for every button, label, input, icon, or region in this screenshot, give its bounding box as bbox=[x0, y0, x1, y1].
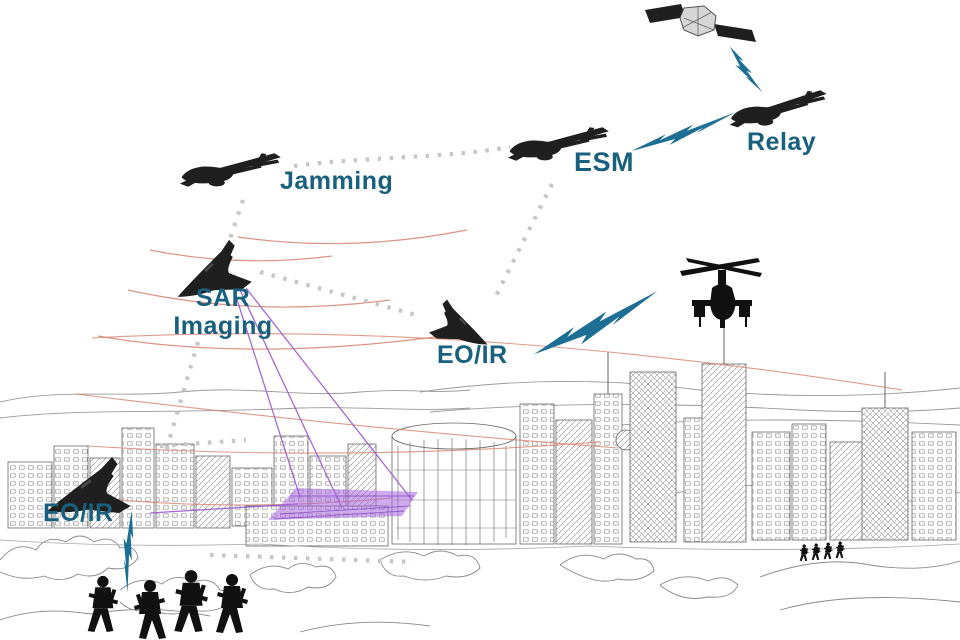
dotted-link-sar-eoir-low bbox=[161, 341, 201, 459]
lightning-eoir-helicopter bbox=[527, 291, 666, 360]
dotted-link-soldiers-east bbox=[209, 552, 415, 565]
jamming-aircraft-icon bbox=[180, 153, 281, 187]
soldiers-small-group bbox=[799, 541, 845, 562]
dotted-link-jamming-sar bbox=[227, 199, 245, 243]
dotted-link-jamming-esm bbox=[293, 144, 511, 169]
eoir-uav-icon bbox=[429, 299, 488, 345]
relay-aircraft-icon bbox=[728, 89, 829, 128]
radar-arcs bbox=[97, 229, 471, 350]
label-relay: Relay bbox=[747, 128, 817, 156]
label-esm: ESM bbox=[574, 147, 635, 177]
label-jamming: Jamming bbox=[280, 167, 394, 195]
lightning-relay-esm bbox=[628, 112, 740, 155]
lightning-satellite-relay bbox=[727, 42, 763, 98]
label-eoir-low: EO/IR bbox=[43, 499, 114, 527]
label-eoir-mid: EO/IR bbox=[437, 341, 508, 369]
dotted-link-esm-eoir bbox=[492, 183, 554, 301]
dotted-links bbox=[159, 144, 554, 565]
label-sar-imaging: SAR Imaging bbox=[162, 284, 284, 340]
round-tower bbox=[391, 422, 517, 545]
dotted-link-eoir-low-east bbox=[159, 437, 247, 449]
label-sar-line2: Imaging bbox=[173, 312, 273, 340]
sar-beam bbox=[149, 287, 418, 520]
label-sar-line1: SAR bbox=[195, 284, 251, 312]
dotted-link-sar-eoir bbox=[259, 269, 421, 319]
satellite-icon bbox=[645, 4, 756, 42]
helicopter-icon bbox=[680, 258, 762, 328]
